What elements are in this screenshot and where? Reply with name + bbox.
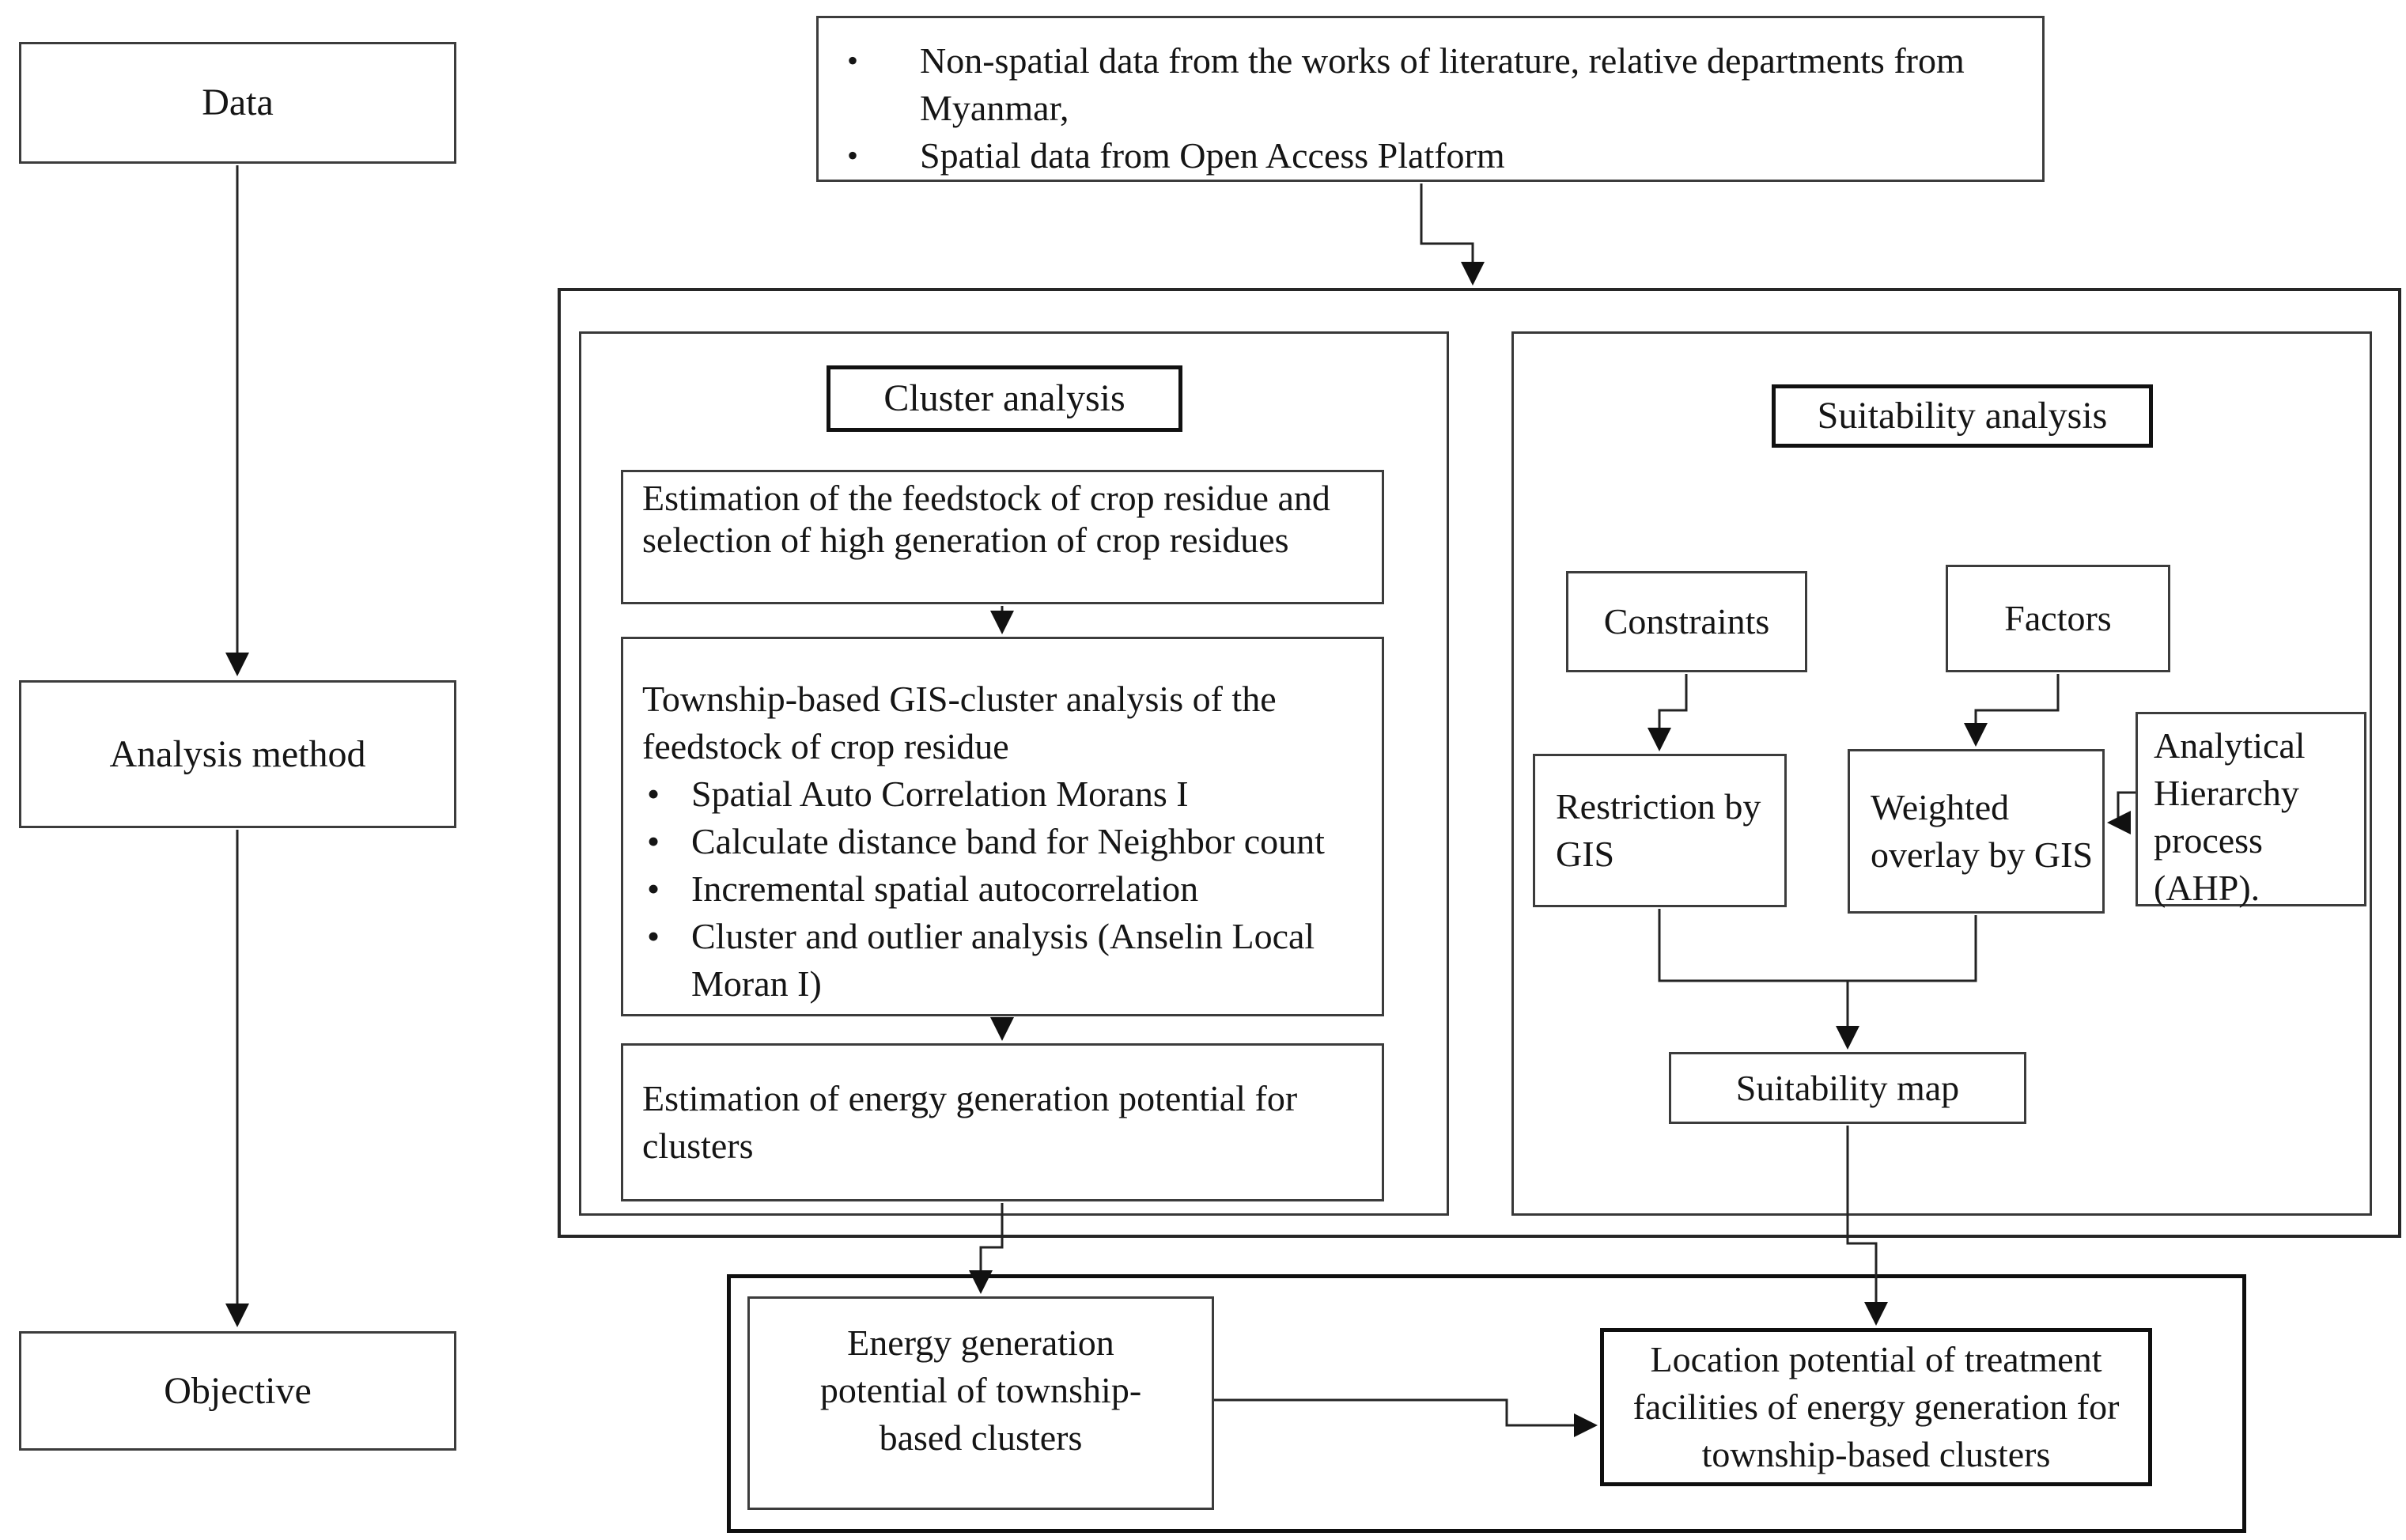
data-sources-box: Non-spatial data from the works of liter… bbox=[816, 16, 2045, 182]
gis-cluster-bullet-list: Spatial Auto Correlation Morans I Calcul… bbox=[642, 770, 1363, 1008]
factors-label: Factors bbox=[2004, 598, 2112, 638]
feedstock-estimation-text: Estimation of the feedstock of crop resi… bbox=[642, 478, 1330, 560]
suitability-analysis-title: Suitability analysis bbox=[1817, 395, 2108, 437]
feedstock-estimation-box: Estimation of the feedstock of crop resi… bbox=[621, 470, 1384, 604]
methods-container bbox=[558, 288, 2401, 1238]
stage-box-data: Data bbox=[19, 42, 456, 164]
constraints-box: Constraints bbox=[1566, 571, 1807, 672]
gis-bullet: Spatial Auto Correlation Morans I bbox=[691, 774, 1189, 814]
bullet-icon bbox=[642, 865, 691, 913]
bullet-icon bbox=[642, 770, 691, 818]
gis-cluster-intro: Township-based GIS-cluster analysis of t… bbox=[642, 679, 1277, 766]
list-item: Calculate distance band for Neighbor cou… bbox=[642, 818, 1363, 865]
stage-objective-label: Objective bbox=[164, 1369, 312, 1412]
bullet-icon bbox=[847, 132, 920, 180]
results-container bbox=[727, 1274, 2246, 1533]
cluster-analysis-title: Cluster analysis bbox=[883, 377, 1125, 419]
suitability-map-box: Suitability map bbox=[1669, 1052, 2026, 1124]
bullet-icon bbox=[642, 818, 691, 865]
data-source-item: Non-spatial data from the works of liter… bbox=[920, 40, 1965, 128]
location-potential-text: Location potential of treatment faciliti… bbox=[1632, 1339, 2120, 1474]
list-item: Cluster and outlier analysis (Anselin Lo… bbox=[642, 913, 1363, 1008]
bullet-icon bbox=[847, 37, 920, 85]
stage-analysis-method-label: Analysis method bbox=[109, 732, 366, 775]
ahp-box: Analytical Hierarchy process (AHP). bbox=[2136, 712, 2366, 908]
data-source-item: Spatial data from Open Access Platform bbox=[920, 135, 1505, 176]
list-item: Spatial Auto Correlation Morans I bbox=[642, 770, 1363, 818]
energy-generation-text: Energy generation potential of township-… bbox=[819, 1322, 1142, 1458]
data-sources-list: Non-spatial data from the works of liter… bbox=[819, 18, 2042, 180]
ahp-label: Analytical Hierarchy process (AHP). bbox=[2154, 725, 2306, 908]
constraints-label: Constraints bbox=[1603, 601, 1770, 641]
weighted-overlay-box: Weighted overlay by GIS bbox=[1848, 749, 2105, 914]
bullet-icon bbox=[642, 913, 691, 960]
cluster-analysis-panel bbox=[579, 331, 1449, 1216]
connector-sources-to-container bbox=[1420, 184, 1485, 286]
list-item: Non-spatial data from the works of liter… bbox=[847, 37, 2018, 132]
list-item: Spatial data from Open Access Platform bbox=[847, 132, 2018, 180]
suitability-analysis-panel bbox=[1511, 331, 2372, 1216]
energy-generation-box: Energy generation potential of township-… bbox=[747, 1296, 1214, 1510]
stage-box-objective: Objective bbox=[19, 1331, 456, 1451]
gis-bullet: Calculate distance band for Neighbor cou… bbox=[691, 821, 1325, 861]
list-item: Incremental spatial autocorrelation bbox=[642, 865, 1363, 913]
gis-bullet: Incremental spatial autocorrelation bbox=[691, 868, 1199, 909]
restriction-gis-label: Restriction by GIS bbox=[1556, 786, 1761, 874]
energy-estimation-text: Estimation of energy generation potentia… bbox=[642, 1078, 1298, 1166]
gis-bullet: Cluster and outlier analysis (Anselin Lo… bbox=[691, 916, 1315, 1004]
restriction-gis-box: Restriction by GIS bbox=[1533, 754, 1787, 907]
weighted-overlay-label: Weighted overlay by GIS bbox=[1871, 787, 2094, 875]
suitability-analysis-title-box: Suitability analysis bbox=[1772, 384, 2153, 448]
stage-box-analysis-method: Analysis method bbox=[19, 680, 456, 828]
gis-cluster-analysis-box: Township-based GIS-cluster analysis of t… bbox=[621, 637, 1384, 1016]
stage-data-label: Data bbox=[202, 81, 274, 123]
factors-box: Factors bbox=[1946, 565, 2170, 672]
location-potential-box: Location potential of treatment faciliti… bbox=[1600, 1328, 2152, 1486]
energy-estimation-box: Estimation of energy generation potentia… bbox=[621, 1043, 1384, 1201]
cluster-analysis-title-box: Cluster analysis bbox=[827, 365, 1182, 432]
suitability-map-label: Suitability map bbox=[1735, 1067, 1960, 1108]
